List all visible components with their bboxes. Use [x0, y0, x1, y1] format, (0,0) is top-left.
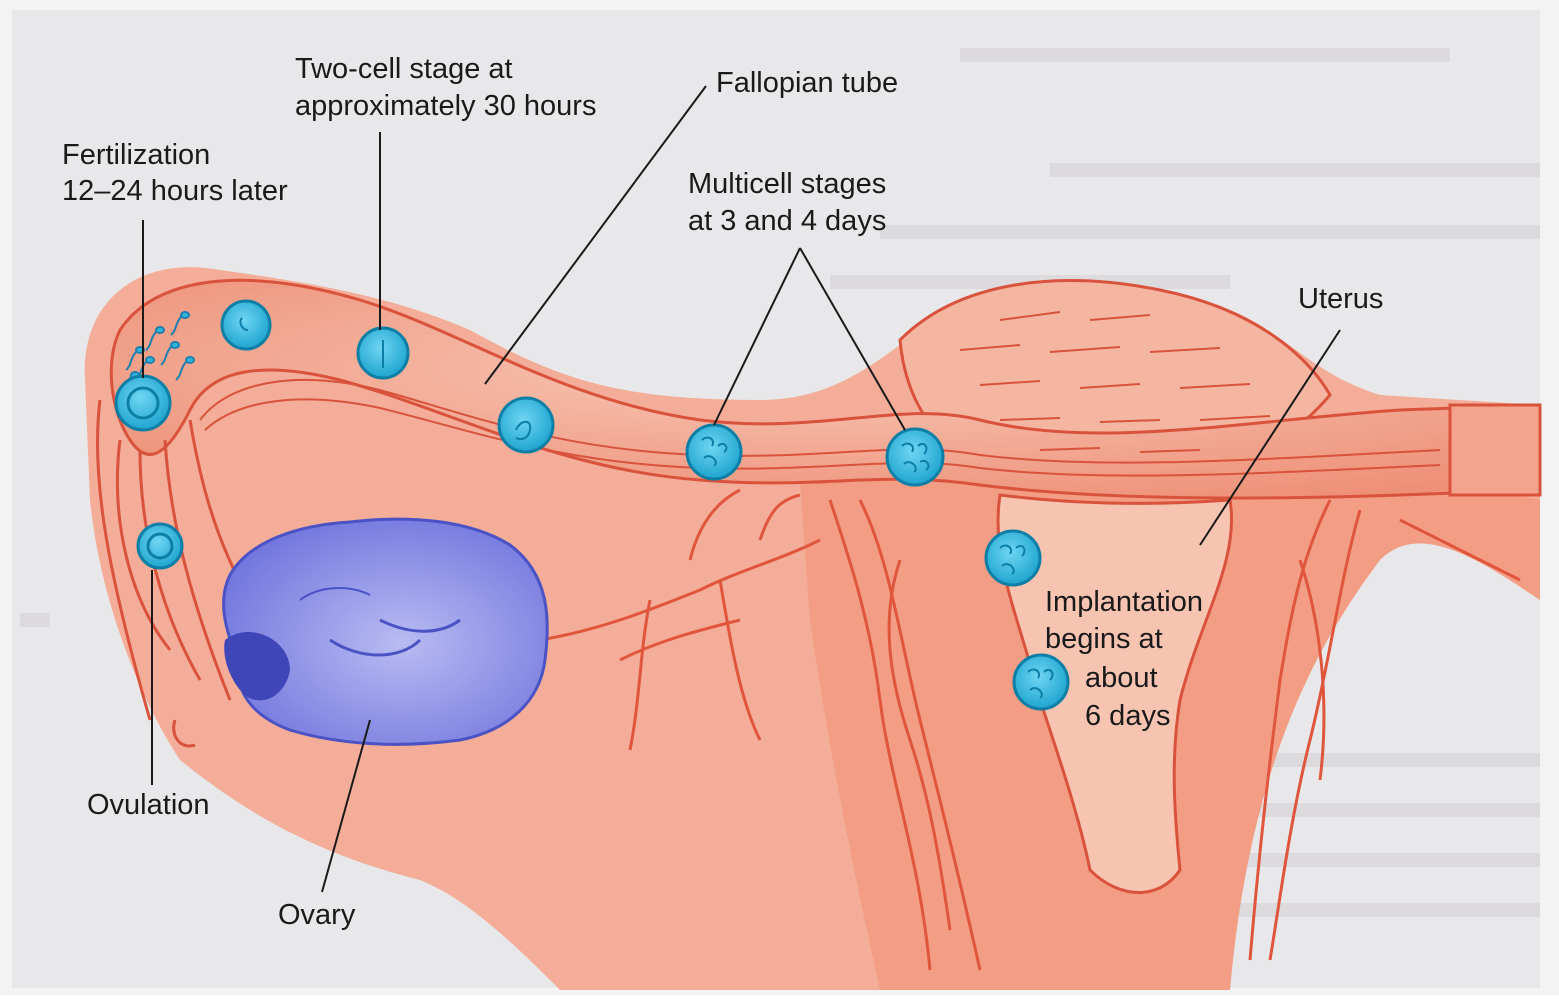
multicell-embryo-4-days	[887, 429, 943, 485]
two-cell-embryo	[358, 328, 408, 378]
fertilization-label-line2: 12–24 hours later	[62, 175, 288, 207]
tube-end	[1450, 405, 1540, 495]
fertilized-egg	[116, 376, 170, 430]
embryo-tube-1	[499, 398, 553, 452]
uterus-label: Uterus	[1298, 283, 1383, 315]
two-cell-label-line2: approximately 30 hours	[295, 90, 596, 122]
zygote	[222, 301, 270, 349]
morula-embryo	[986, 531, 1040, 585]
ovulation-label: Ovulation	[87, 789, 210, 821]
multicell-embryo-3-days	[687, 425, 741, 479]
implantation-label-line4: 6 days	[1085, 700, 1170, 732]
fertilization-label-line1: Fertilization	[62, 139, 210, 171]
multicell-label-line2: at 3 and 4 days	[688, 205, 886, 237]
implantation-label-line1: Implantation	[1045, 586, 1203, 618]
two-cell-label-line1: Two-cell stage at	[295, 53, 513, 85]
implantation-label-line3: about	[1085, 662, 1158, 694]
implantation-label-line2: begins at	[1045, 623, 1163, 655]
implanting-blastocyst	[1014, 655, 1068, 709]
multicell-label-line1: Multicell stages	[688, 168, 886, 200]
ovary-label: Ovary	[278, 899, 356, 931]
ovulated-egg	[138, 524, 182, 568]
ovary-shape	[224, 519, 548, 744]
fallopian-tube-label: Fallopian tube	[716, 67, 898, 99]
